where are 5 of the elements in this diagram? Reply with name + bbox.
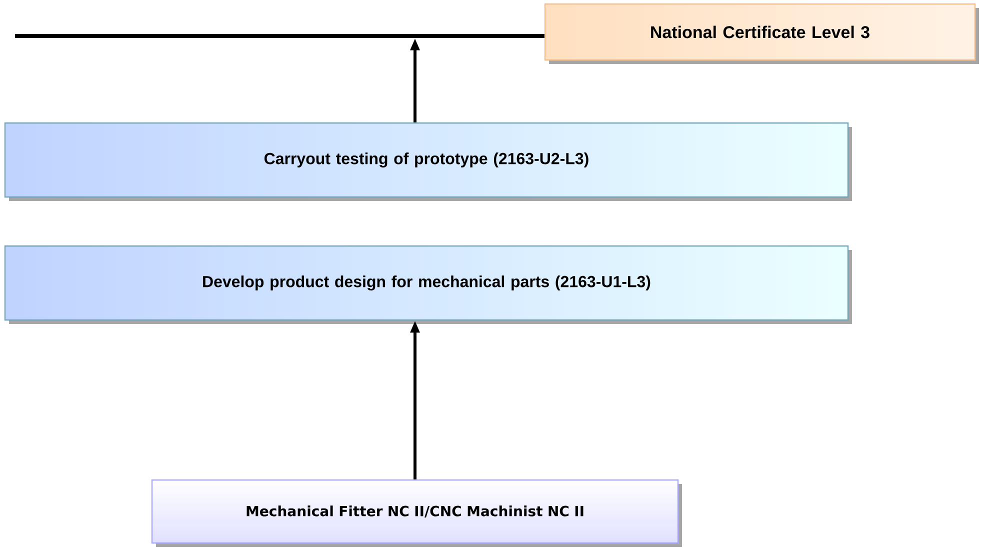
- level-box: National Certificate Level 3: [544, 3, 979, 64]
- horizontal-bar: [15, 34, 545, 38]
- unit-box: Carryout testing of prototype (2163-U2-L3): [4, 122, 852, 201]
- unit-box: Develop product design for mechanical parts (2163-U1-L3): [4, 245, 852, 324]
- entry-box: Mechanical Fitter NC II/CNC Machinist NC II: [151, 479, 682, 547]
